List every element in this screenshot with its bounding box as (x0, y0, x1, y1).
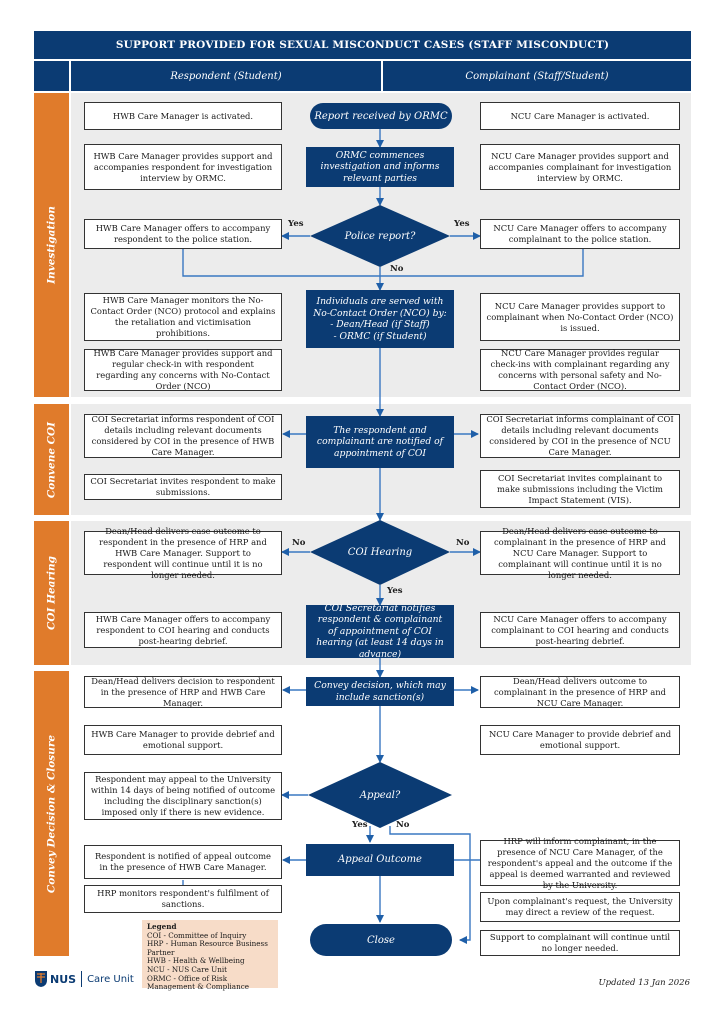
legend-item: ORMC - Office of Risk Management & Compl… (147, 973, 250, 992)
left-box-10: Dean/Head delivers decision to responden… (84, 676, 282, 708)
right-box-7: COI Secretariat invites complainant to m… (480, 470, 680, 508)
left-box-2: HWB Care Manager provides support and ac… (84, 144, 282, 190)
ormc-commences-node: ORMC commences investigation and informs… (306, 147, 454, 187)
right-box-10: Dean/Head delivers outcome to complainan… (480, 676, 680, 708)
right-box-11: NCU Care Manager to provide debrief and … (480, 725, 680, 755)
legend-item: COI - Committee of Inquiry (147, 930, 247, 940)
section-convey-decision: Convey Decision & Closure (34, 671, 69, 956)
header-corner (34, 61, 69, 91)
section-convene-coi: Convene COI (34, 404, 69, 515)
logo-text: NUS (50, 972, 77, 986)
left-box-11: HWB Care Manager to provide debrief and … (84, 725, 282, 755)
section-coi-hearing: COI Hearing (34, 521, 69, 665)
right-box-4: NCU Care Manager provides support to com… (480, 293, 680, 341)
left-box-1: HWB Care Manager is activated. (84, 102, 282, 130)
right-box-9: NCU Care Manager offers to accompany com… (480, 612, 680, 648)
left-box-7: COI Secretariat invites respondent to ma… (84, 474, 282, 500)
legend-item: HRP - Human Resource Business Partner (147, 939, 268, 957)
right-box-2: NCU Care Manager provides support and ac… (480, 144, 680, 190)
left-box-4: HWB Care Manager monitors the No-Contact… (84, 293, 282, 341)
care-unit-text: Care Unit (87, 973, 134, 985)
coi-no-right-label: No (456, 538, 470, 548)
right-box-6: COI Secretariat informs complainant of C… (480, 414, 680, 458)
left-box-8: Dean/Head delivers case outcome to respo… (84, 526, 282, 580)
appeal-outcome-node: Appeal Outcome (306, 844, 454, 876)
appeal-yes-label: Yes (352, 820, 368, 830)
coi-yes-label: Yes (387, 586, 403, 596)
police-report-decision: Police report? (344, 230, 416, 242)
left-box-5: HWB Care Manager provides support and re… (84, 348, 282, 391)
left-box-14: HRP monitors respondent's fulfilment of … (84, 885, 282, 913)
right-box-8: Dean/Head delivers case outcome to compl… (480, 526, 680, 580)
close-node: Close (310, 924, 452, 956)
left-box-13: Respondent is notified of appeal outcome… (84, 845, 282, 879)
updated-date: Updated 13 Jan 2026 (598, 978, 690, 988)
police-yes-left-label: Yes (288, 219, 304, 229)
right-box-3: NCU Care Manager offers to accompany com… (480, 219, 680, 249)
left-box-6: COI Secretariat informs respondent of CO… (84, 414, 282, 458)
nco-served-node: Individuals are served with No-Contact O… (306, 290, 454, 348)
right-box-5: NCU Care Manager provides regular check-… (480, 348, 680, 391)
convey-decision-node: Convey decision, which may include sanct… (306, 677, 454, 706)
respondent-column-header: Respondent (Student) (71, 61, 381, 91)
legend-title: Legend (147, 922, 177, 931)
police-yes-right-label: Yes (454, 219, 470, 229)
legend-item: NCU - NUS Care Unit (147, 964, 228, 974)
left-box-12: Respondent may appeal to the University … (84, 772, 282, 820)
complainant-column-header: Complainant (Staff/Student) (383, 61, 691, 91)
coi-notified-node: The respondent and complainant are notif… (306, 416, 454, 468)
legend-item: HWB - Health & Wellbeing (147, 956, 245, 966)
nus-crest-icon (35, 971, 47, 987)
coi-hearing-decision: COI Hearing (347, 546, 413, 558)
right-box-12: HRP will inform complainant, in the pres… (480, 836, 680, 890)
coi-no-left-label: No (292, 538, 306, 548)
legend: Legend COI - Committee of Inquiry HRP - … (142, 920, 278, 991)
coi-secretariat-node: COI Secretariat notifies respondent & co… (306, 603, 454, 660)
nus-care-unit-logo: NUS Care Unit (34, 967, 144, 991)
report-received-node: Report received by ORMC (310, 103, 452, 129)
police-no-label: No (390, 264, 404, 274)
left-box-3: HWB Care Manager offers to accompany res… (84, 219, 282, 249)
right-box-1: NCU Care Manager is activated. (480, 102, 680, 130)
page-title: SUPPORT PROVIDED FOR SEXUAL MISCONDUCT C… (34, 31, 691, 59)
right-box-14: Support to complainant will continue unt… (480, 930, 680, 956)
appeal-no-label: No (396, 820, 410, 830)
left-box-9: HWB Care Manager offers to accompany res… (84, 612, 282, 648)
section-investigation: Investigation (34, 93, 69, 397)
right-box-13: Upon complainant's request, the Universi… (480, 892, 680, 922)
appeal-decision: Appeal? (359, 789, 401, 801)
